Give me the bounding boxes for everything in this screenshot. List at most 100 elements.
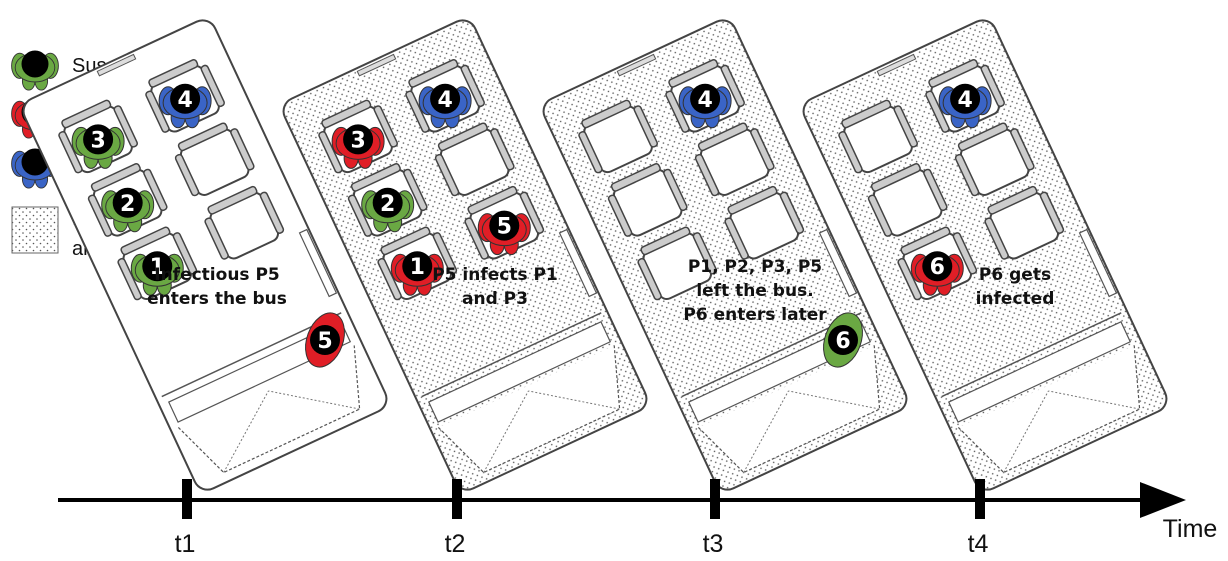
seat [578,99,658,174]
person-5-outside: 5 [305,312,345,368]
head-icon [402,251,433,282]
head-icon [690,83,721,114]
person-number: 6 [930,255,945,280]
person-1: 1 [390,251,444,296]
seat [434,122,515,197]
infected-area-swatch [11,206,59,254]
panel-caption: Infectious P5 [154,265,280,285]
head-icon [142,251,173,282]
person-2: 2 [361,187,415,233]
bus-door [298,228,338,298]
seat [838,99,918,174]
head-icon [310,325,340,355]
person-number: 2 [380,192,395,217]
bus: 46 [802,19,1168,491]
person-number: 4 [177,88,192,113]
head-icon [112,187,143,218]
time-tick [710,479,720,519]
panel-caption: P5 infects P1 [432,265,558,285]
windshield [697,345,881,474]
person-1: 1 [130,251,184,296]
seat [204,185,285,260]
head-icon [828,325,858,355]
time-label: t1 [175,530,196,558]
seat [954,122,1035,197]
head-icon [489,210,520,241]
person-4: 4 [418,83,472,129]
seat: 6 [897,226,978,301]
person-number: 2 [120,192,135,217]
person-number: 1 [410,255,425,280]
panel-caption: P6 enters later [683,305,827,325]
panel-caption: enters the bus [147,289,287,309]
windshield [957,345,1141,474]
seat [637,226,718,301]
person-number: 3 [350,128,365,153]
time-tick [182,479,192,519]
windshield [177,345,361,474]
seat: 1 [117,226,198,301]
person-5: 5 [477,210,531,256]
seat: 4 [925,59,1005,133]
person-4: 4 [938,83,992,129]
axis-label: Time [1163,515,1218,543]
windshield [437,345,621,474]
panel-caption: P1, P2, P3, P5 [688,257,822,277]
dashboard [947,320,1132,423]
person-6: 6 [910,251,964,296]
seat [694,122,775,197]
susceptible-person-icon [11,50,59,91]
seat [607,163,688,237]
person-4: 4 [678,83,732,129]
person-number: 3 [90,128,105,153]
bus-panel-2: 3 4 2 1 5 P5 infects P1 and P3 [282,19,648,491]
bus-door [1078,228,1118,298]
head-icon [170,83,201,114]
timeline: t1 t2 t3 t4 Time [58,479,1217,558]
person-2: 2 [101,187,155,233]
time-label: t2 [445,530,466,558]
head-icon [343,124,374,155]
bus-door [558,228,598,298]
dashboard [427,320,612,423]
seat: 3 [58,99,138,174]
arrowhead-icon [1140,482,1186,518]
time-label: t3 [703,530,724,558]
panel-caption: P6 gets [979,265,1051,285]
person-number: 4 [957,88,972,113]
bus: 3 4 2 1 5 [282,19,648,491]
bus: 4 [542,19,908,491]
person-number: 5 [497,215,512,240]
head-icon [430,83,461,114]
seat: 3 [318,99,398,174]
person-6-outside: 6 [823,312,863,368]
seat [867,163,948,237]
time-label: t4 [968,530,989,558]
person-3: 3 [71,124,125,169]
seat: 2 [87,163,168,237]
seat: 2 [347,163,428,237]
time-tick [975,479,985,519]
seat [984,185,1065,260]
head-icon [21,50,49,78]
seat: 4 [145,59,225,133]
person-number: 4 [697,88,712,113]
head-icon [922,251,953,282]
head-icon [950,83,981,114]
head-icon [372,187,403,218]
panel-caption: and P3 [462,289,528,309]
bus: 3 4 2 1 [22,19,388,491]
seat: 5 [464,185,545,260]
time-tick [452,479,462,519]
seat: 1 [377,226,458,301]
seat: 4 [665,59,745,133]
person-number: 6 [835,329,850,354]
panel-caption: infected [976,289,1055,309]
bus-door [818,228,858,298]
person-number: 1 [150,255,165,280]
